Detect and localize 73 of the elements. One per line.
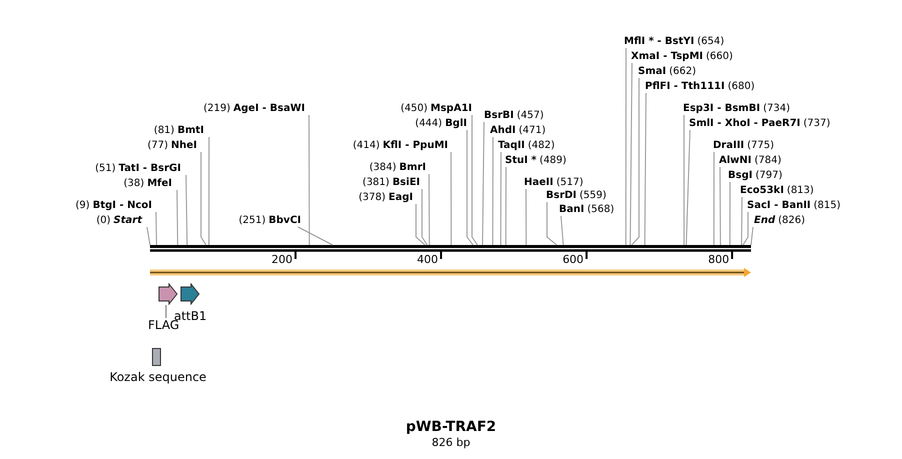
- enzyme-site-label: BsgI (797): [728, 169, 786, 182]
- enzyme-site-label: TaqII (482): [498, 139, 558, 152]
- leader-line: [492, 136, 494, 246]
- enzyme-site-label: PflFI - Tth111I (680): [645, 80, 758, 93]
- leader-line: [713, 152, 714, 246]
- leader-line: [546, 202, 558, 246]
- enzyme-site-label: End (826): [754, 214, 808, 227]
- leader-line: [422, 188, 428, 246]
- leader-line: [526, 188, 527, 246]
- leader-line: [156, 212, 158, 246]
- enzyme-site-label: SacI - BanII (815): [747, 199, 844, 212]
- tick-label: 400: [417, 253, 438, 266]
- feature-label: Kozak sequence: [110, 370, 206, 384]
- leader-line: [631, 78, 640, 246]
- enzyme-site-label: BanI (568): [559, 203, 618, 216]
- enzyme-site-label: SmaI (662): [638, 65, 699, 78]
- leader-line: [720, 166, 721, 246]
- enzyme-site-label: MflI * - BstYI (654): [624, 35, 728, 48]
- leader-line: [625, 48, 626, 246]
- enzyme-site-label: (81) BmtI: [150, 124, 204, 137]
- enzyme-site-label: BsrBI (457): [484, 109, 547, 122]
- leader-line: [500, 152, 502, 246]
- leader-line: [200, 152, 207, 246]
- caption: 826 bp: [432, 436, 470, 449]
- leader-line: [466, 130, 474, 246]
- leader-line: [741, 196, 742, 246]
- leader-line: [729, 182, 730, 246]
- enzyme-site-label: (384) BmrI: [366, 161, 426, 174]
- leader-line: [428, 174, 430, 246]
- leader-line: [298, 226, 334, 246]
- enzyme-site-label: (381) BsiEI: [360, 176, 420, 189]
- leader-line: [686, 130, 690, 246]
- enzyme-site-label: (251) BbvCI: [236, 214, 301, 227]
- leader-line: [308, 114, 310, 246]
- enzyme-site-label: SmlI - XhoI - PaeR7I (737): [689, 117, 834, 130]
- leader-line: [750, 226, 754, 246]
- tick-label: 200: [272, 253, 293, 266]
- leader-line: [560, 216, 564, 246]
- leader-line: [482, 122, 484, 246]
- enzyme-site-label: (444) BglI: [412, 117, 467, 130]
- enzyme-site-label: XmaI - TspMI (660): [631, 50, 736, 63]
- leader-line: [176, 190, 178, 246]
- leader-line: [505, 166, 506, 246]
- enzyme-site-label: (9) BtgI - NcoI: [72, 199, 152, 212]
- enzyme-site-label: (378) EagI: [356, 191, 413, 204]
- leader-line: [630, 62, 632, 246]
- tick-label: 800: [708, 253, 730, 266]
- enzyme-site-label: AhdI (471): [490, 124, 549, 137]
- enzyme-site-label: (38) MfeI: [120, 177, 172, 190]
- leader-line: [644, 92, 646, 246]
- enzyme-site-label: Eco53kI (813): [740, 184, 817, 197]
- enzyme-site-label: StuI * (489): [505, 154, 570, 167]
- leader-line: [416, 204, 426, 246]
- leader-line: [186, 174, 188, 246]
- enzyme-site-label: (414) KflI - PpuMI: [350, 139, 448, 152]
- title: pWB-TRAF2: [406, 419, 496, 435]
- leader-line: [472, 114, 478, 246]
- enzyme-site-label: AlwNI (784): [719, 154, 784, 167]
- leader-line: [450, 152, 452, 246]
- enzyme-site-label: DraIII (775): [713, 139, 778, 152]
- enzyme-site-label: (0) Start: [93, 214, 142, 227]
- enzyme-site-label: HaeII (517): [524, 176, 586, 189]
- enzyme-site-label: (450) MspA1I: [398, 102, 472, 115]
- enzyme-site-label: (77) NheI: [144, 139, 197, 152]
- leader-line: [146, 226, 150, 246]
- enzyme-site-label: (219) AgeI - BsaWI: [200, 102, 305, 115]
- leader-line: [208, 136, 210, 246]
- leader-line: [684, 114, 685, 246]
- enzyme-site-label: BsrDI (559): [546, 189, 610, 202]
- enzyme-site-label: (51) TatI - BsrGI: [92, 162, 181, 175]
- tick-label: 600: [562, 253, 584, 266]
- leader-line: [742, 212, 748, 246]
- enzyme-site-label: Esp3I - BsmBI (734): [683, 102, 793, 115]
